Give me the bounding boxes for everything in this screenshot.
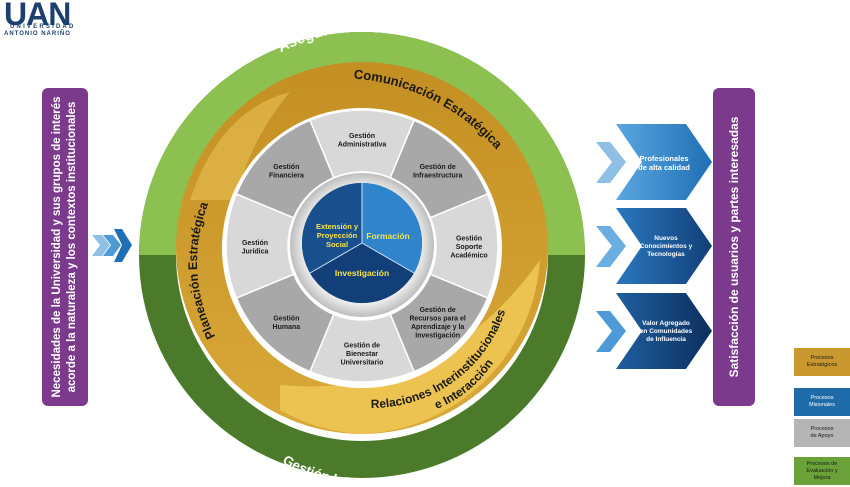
output-arrow-1-body bbox=[616, 124, 712, 200]
strategic-ring-highlight-bottom bbox=[280, 260, 540, 434]
support-segment-4-label: Aprendizaje y la bbox=[411, 324, 464, 331]
output-arrow-1-chevron-a bbox=[596, 142, 626, 183]
support-segment-3-label: Académico bbox=[450, 253, 487, 260]
support-segment-4-label: Investigación bbox=[415, 332, 460, 339]
logo-line-1: UNIVERSIDAD bbox=[10, 24, 76, 30]
output-arrow-2 bbox=[596, 208, 712, 284]
core-formacion-label: Formación bbox=[366, 231, 409, 241]
logo-line-2: ANTONIO NARIÑO bbox=[4, 31, 71, 37]
legend-swatch-3 bbox=[794, 419, 850, 447]
outer-ring-light bbox=[139, 32, 585, 255]
core-sector-formacion bbox=[362, 183, 423, 273]
output-1-label-2: de alta calidad bbox=[638, 163, 690, 172]
support-segment-5-label: Bienestar bbox=[346, 351, 378, 358]
output-3-label-2: en Comunidades bbox=[640, 328, 693, 335]
support-segment-1-label: Gestión bbox=[349, 133, 375, 140]
support-segment-2-label: Gestión de bbox=[420, 164, 456, 171]
legend-swatch-4 bbox=[794, 457, 850, 485]
support-segment-8-label: Financiera bbox=[269, 173, 304, 180]
legend: ProcesosEstratégicosProcesosMisionalesPr… bbox=[794, 348, 850, 485]
output-arrow-2-body bbox=[616, 208, 712, 284]
strategic-ring-highlight-left bbox=[190, 92, 290, 200]
legend-label-3: de Apoyo bbox=[811, 433, 834, 439]
legend-label-4: Mejora bbox=[814, 475, 832, 481]
core-divider-3 bbox=[309, 242, 363, 274]
needs-bar-label-2: acorde a la naturaleza y los contextos i… bbox=[66, 102, 78, 393]
core-extension-label-2: Proyección bbox=[317, 231, 358, 240]
logo-wordmark: UAN bbox=[4, 0, 71, 32]
output-arrow-2-chevron-a bbox=[596, 226, 626, 267]
support-segment-1-label: Administrativa bbox=[338, 141, 387, 148]
output-arrow-3-body bbox=[616, 293, 712, 369]
needs-bar bbox=[42, 88, 88, 406]
support-segment-8 bbox=[235, 119, 335, 219]
support-segment-6-label: Humana bbox=[273, 324, 301, 331]
support-segment-8-label: Gestión bbox=[273, 164, 299, 171]
output-3-label-3: de Influencia bbox=[646, 336, 686, 343]
legend-label-2: Misionales bbox=[809, 402, 835, 408]
legend-label-4: Evaluación y bbox=[806, 468, 837, 474]
legend-label-1: Estratégicos bbox=[807, 362, 838, 368]
legend-label-3: Procesos bbox=[811, 426, 834, 432]
output-arrow-3-chevron-a bbox=[596, 311, 626, 352]
support-segment-7-label: Gestión bbox=[242, 240, 268, 247]
legend-swatch-2 bbox=[794, 388, 850, 416]
output-2-label-1: Nuevos bbox=[654, 235, 678, 242]
legend-swatch-1 bbox=[794, 348, 850, 376]
support-segment-7-label: Jurídica bbox=[242, 248, 269, 255]
needs-bar-label-1: Necesidades de la Universidad y sus grup… bbox=[51, 96, 63, 397]
core-sector-extension bbox=[301, 183, 362, 273]
core-extension-label-1: Extensión y bbox=[316, 222, 359, 231]
support-segment-4-label: Recursos para el bbox=[409, 315, 465, 322]
output-2-label-2: Conocimientos y bbox=[640, 243, 693, 250]
satisfaction-bar bbox=[713, 88, 755, 406]
input-chevron-3 bbox=[114, 229, 132, 262]
input-chevrons bbox=[92, 229, 132, 262]
output-2-label-3: Tecnologías bbox=[647, 251, 685, 258]
output-arrow-3 bbox=[596, 293, 712, 369]
input-chevron-1 bbox=[92, 235, 110, 256]
university-logo: UAN UNIVERSIDAD ANTONIO NARIÑO bbox=[2, 0, 88, 40]
legend-label-1: Procesos bbox=[811, 355, 834, 361]
output-arrow-1 bbox=[596, 124, 712, 200]
output-1-label-1: Profesionales bbox=[639, 154, 688, 163]
core-investigacion-label: Investigación bbox=[335, 268, 389, 278]
legend-label-4: Procesos de bbox=[807, 461, 838, 467]
support-segment-4-label: Gestión de bbox=[420, 307, 456, 314]
support-segment-6-label: Gestión bbox=[273, 315, 299, 322]
support-segment-5-label: Gestión de bbox=[344, 343, 380, 350]
core-divider-2 bbox=[361, 242, 415, 274]
support-segment-3-label: Soporte bbox=[456, 244, 483, 251]
support-segment-5-label: Universitario bbox=[341, 360, 384, 367]
satisfaction-bar-label: Satisfacción de usuarios y partes intere… bbox=[727, 116, 741, 377]
support-segment-3-label: Gestión bbox=[456, 236, 482, 243]
output-3-label-1: Valor Agregado bbox=[642, 320, 690, 327]
input-chevron-2 bbox=[103, 235, 121, 256]
support-segment-2-label: Infraestructura bbox=[413, 173, 463, 180]
core-extension-label-3: Social bbox=[326, 240, 348, 249]
legend-label-2: Procesos bbox=[811, 395, 834, 401]
